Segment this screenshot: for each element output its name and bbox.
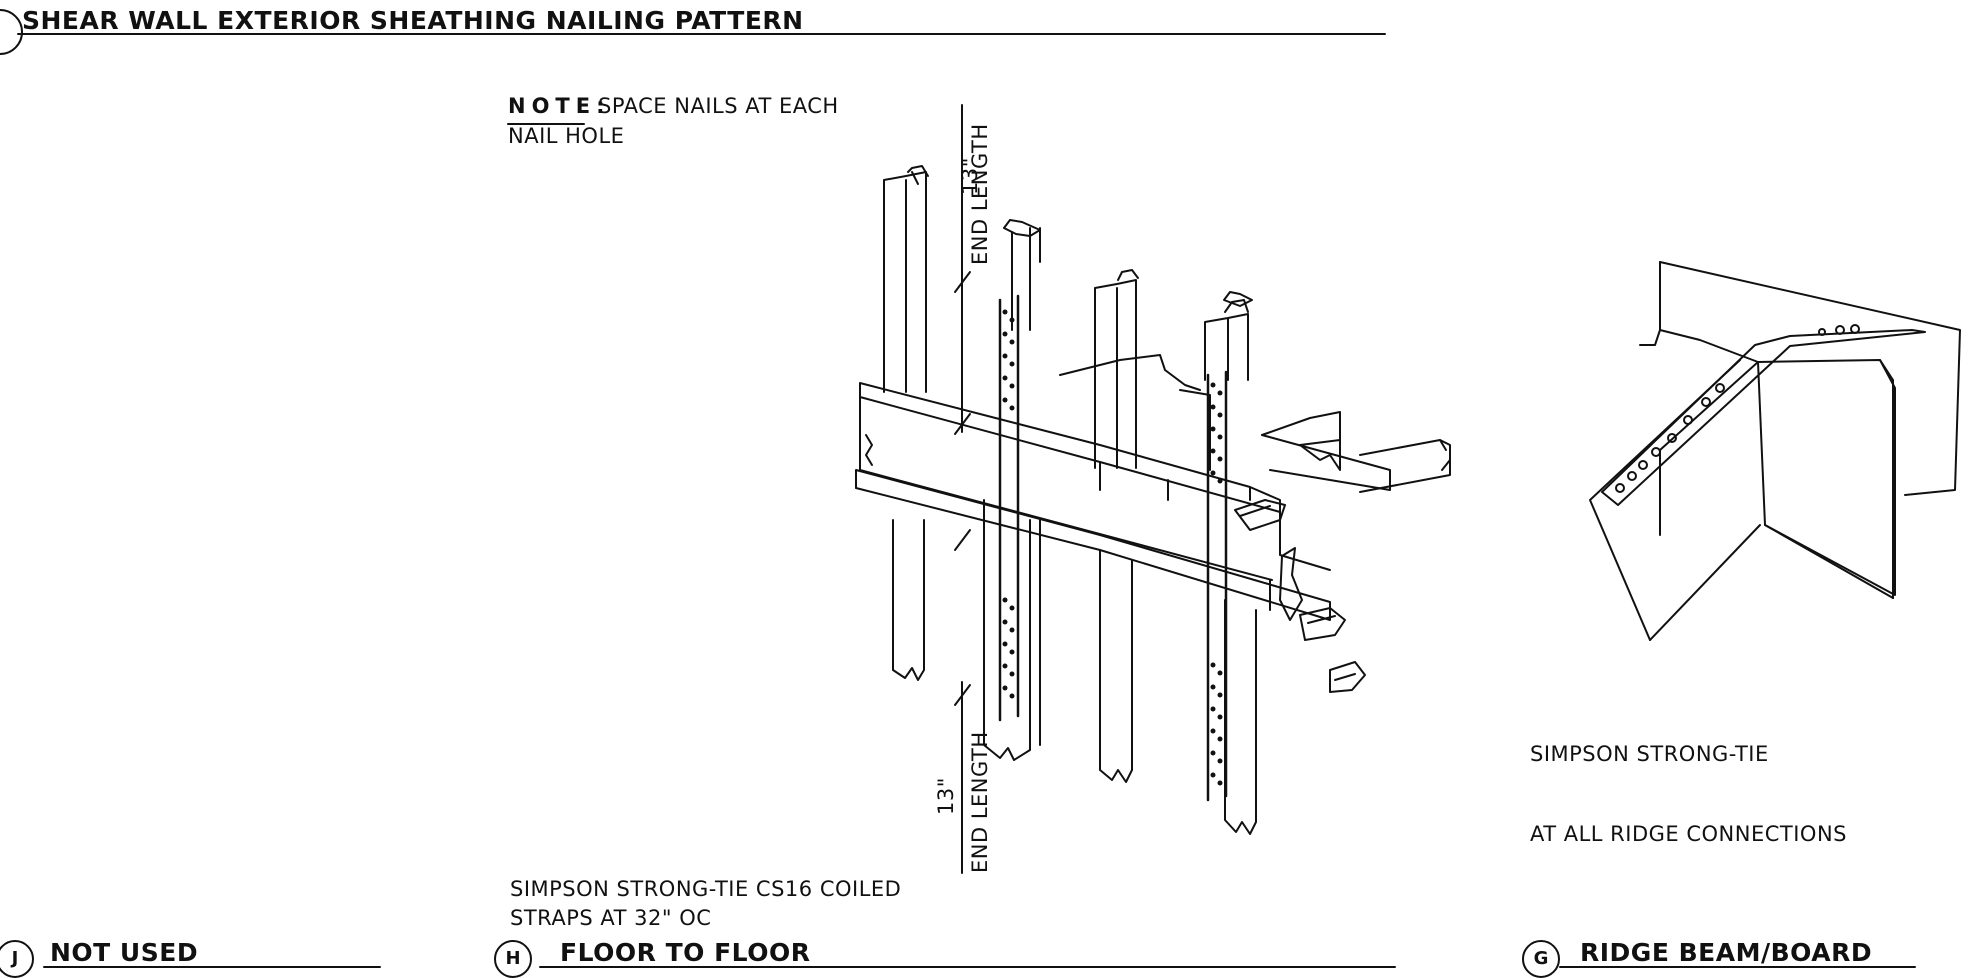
detail-h-title: FLOOR TO FLOOR [560, 938, 811, 967]
detail-g-title: RIDGE BEAM/BOARD [1580, 938, 1873, 967]
top-detail-bubble [0, 9, 23, 55]
floor-to-floor-drawing [507, 104, 1451, 874]
detail-h-bubble: H [494, 940, 532, 978]
detail-g-bubble: G [1522, 940, 1560, 978]
lower-dim-value: 13" [934, 777, 958, 815]
ridge-beam-drawing [1589, 261, 1961, 641]
note-line-2: NAIL HOLE [508, 124, 625, 148]
ridge-note-line-1: SIMPSON STRONG-TIE [1530, 742, 1769, 766]
lower-dim-label: END LENGTH [968, 731, 992, 873]
strap-note-line-1: SIMPSON STRONG-TIE CS16 COILED [510, 877, 902, 901]
ridge-note-line-2: AT ALL RIDGE CONNECTIONS [1530, 822, 1847, 846]
detail-j-title: NOT USED [50, 938, 199, 967]
upper-dim-label: END LENGTH [968, 123, 992, 265]
detail-j-bubble: J [0, 940, 34, 978]
strap-note-line-2: STRAPS AT 32" OC [510, 906, 712, 930]
note-label: NOTE: [508, 94, 611, 118]
top-detail-title: SHEAR WALL EXTERIOR SHEATHING NAILING PA… [22, 6, 804, 35]
note-line-1: SPACE NAILS AT EACH [598, 94, 839, 118]
